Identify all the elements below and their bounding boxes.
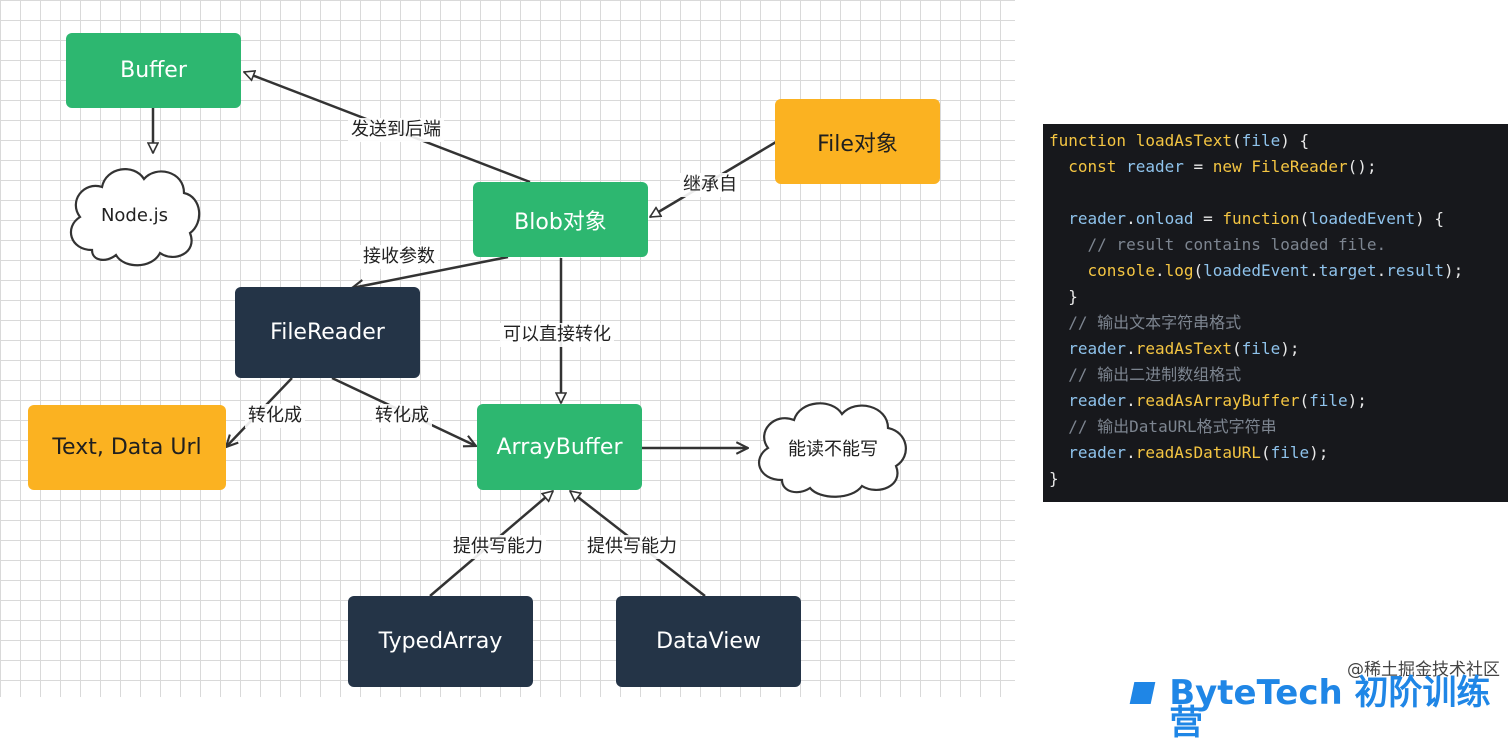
code-line (1049, 180, 1508, 206)
node-blob: Blob对象 (473, 182, 648, 257)
code-line: // 输出二进制数组格式 (1049, 365, 1242, 384)
code-panel: function loadAsText(file) { const reader… (1043, 124, 1508, 502)
code-line: // result contains loaded file. (1049, 235, 1387, 254)
watermark: @稀土掘金技术社区 (1347, 660, 1500, 680)
node-filereader: FileReader (235, 287, 420, 378)
code-line: reader.readAsArrayBuffer(file); (1068, 391, 1367, 410)
node-text-dataurl: Text, Data Url (28, 405, 226, 490)
code-line: const reader = new FileReader(); (1068, 157, 1377, 176)
code-line: function loadAsText(file) { (1049, 131, 1310, 150)
diagram-canvas: Buffer Node.js File对象 Blob对象 FileReader … (0, 0, 1015, 697)
node-nodejs-label: Node.js (100, 204, 169, 226)
bytetech-logo-icon (1129, 682, 1156, 704)
edge-blob-to-filereader (352, 255, 509, 288)
code-line: } (1068, 287, 1078, 306)
code-line: } (1049, 469, 1059, 488)
node-arraybuffer: ArrayBuffer (477, 404, 642, 490)
cloud-shape (758, 402, 907, 498)
code-line: reader.readAsDataURL(file); (1068, 443, 1329, 462)
node-buffer: Buffer (66, 33, 241, 108)
code-line: reader.onload = function(loadedEvent) { (1068, 209, 1445, 228)
node-nodejs-cloud: Node.js (62, 155, 207, 275)
edge-label-typedarray-write: 提供写能力 (450, 535, 546, 559)
node-typedarray: TypedArray (348, 596, 533, 687)
edge-label-send-to-backend: 发送到后端 (348, 118, 444, 142)
code-line: // 输出文本字符串格式 (1049, 313, 1242, 332)
node-file: File对象 (775, 99, 940, 184)
cloud-shape (70, 168, 201, 267)
edge-label-dataview-write: 提供写能力 (584, 535, 680, 559)
brand-banner: ByteTech 初阶训练营 (1129, 676, 1512, 740)
edge-label-receives-param: 接收参数 (360, 245, 438, 269)
edge-label-direct-convert: 可以直接转化 (500, 323, 614, 347)
code-line: reader.readAsText(file); (1068, 339, 1300, 358)
code-line: // 输出DataURL格式字符串 (1049, 417, 1277, 436)
edge-label-convert-to-text: 转化成 (245, 404, 305, 428)
brand-text: ByteTech 初阶训练营 (1169, 673, 1491, 743)
edge-label-convert-to-arraybuffer: 转化成 (372, 404, 432, 428)
code-line: console.log(loadedEvent.target.result); (1087, 261, 1464, 280)
node-readonly-cloud: 能读不能写 (748, 392, 918, 504)
node-dataview: DataView (616, 596, 801, 687)
edge-label-inherits: 继承自 (680, 173, 740, 197)
node-readonly-label: 能读不能写 (788, 439, 878, 460)
